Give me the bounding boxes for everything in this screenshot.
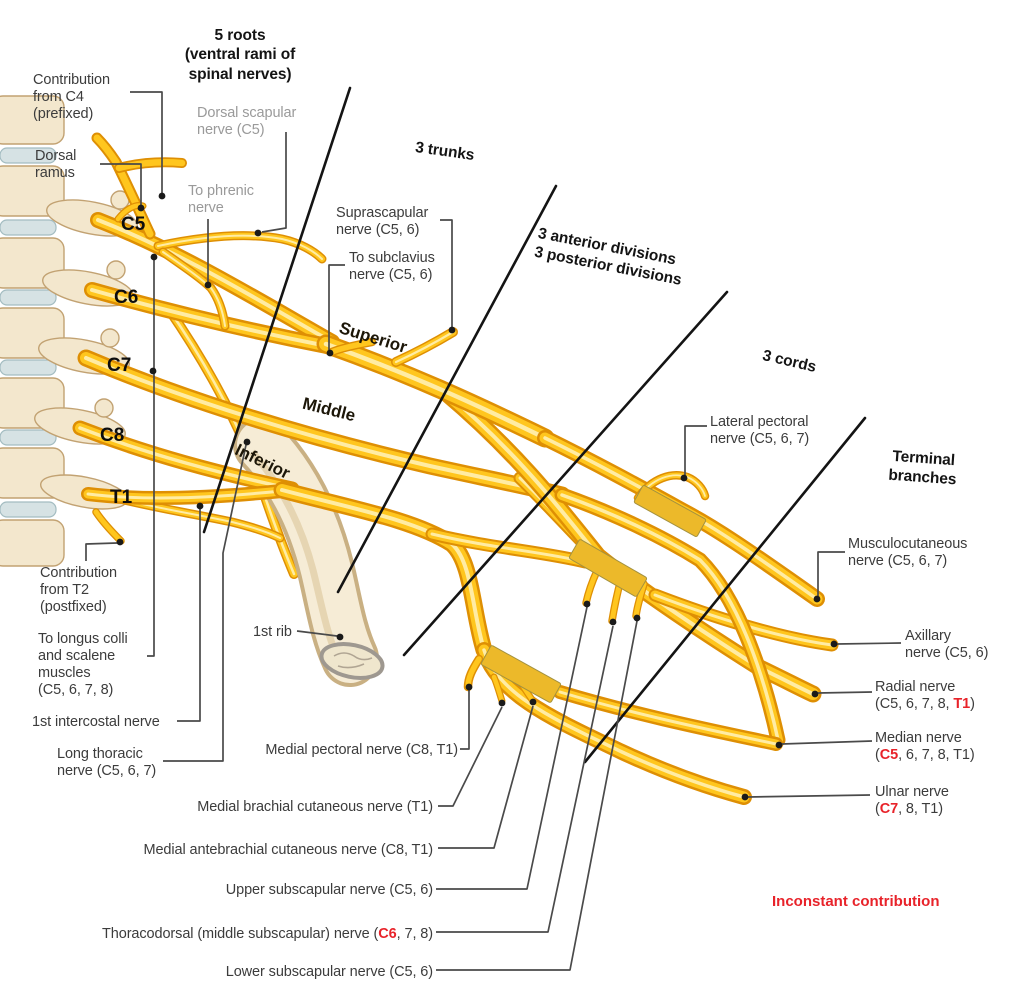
label-line: nerve <box>188 200 224 217</box>
label-contribution-c4: Contribution from C4 (prefixed) <box>33 72 110 123</box>
label-ulnar-nerve: Ulnar nerve (C7, 8, T1) <box>875 784 949 818</box>
label-line: nerve (C5) <box>197 122 265 139</box>
divider-divisions-cords <box>402 290 729 657</box>
label-line: Long thoracic <box>57 746 143 762</box>
label-line: nerve (C5, 6) <box>349 267 433 284</box>
label-line: Dorsal scapular <box>197 105 297 121</box>
lateral-cord-highlight <box>633 485 707 537</box>
label-line: (C7, 8, T1) <box>875 801 949 818</box>
label-line: nerve (C5, 6, 7) <box>848 553 948 570</box>
label-line: Contribution <box>40 565 117 581</box>
label-part: (C5, 6, 7, 8, <box>875 696 954 713</box>
label-line: Musculocutaneous <box>848 536 968 552</box>
label-part-red: C5 <box>879 747 899 764</box>
label-first-intercostal-nerve: 1st intercostal nerve <box>32 714 160 730</box>
label-part: ( <box>875 747 880 764</box>
header-five-roots: 5 roots (ventral rami of spinal nerves) <box>155 26 325 84</box>
spine-level-t1: T1 <box>110 487 133 508</box>
label-line: Axillary <box>905 628 951 644</box>
label-part: , 7, 8) <box>396 926 433 942</box>
label-dorsal-ramus: Dorsal ramus <box>35 148 76 182</box>
label-part-red: C6 <box>378 926 397 942</box>
t2-contribution-branch <box>96 512 121 541</box>
label-radial-nerve: Radial nerve (C5, 6, 7, 8, T1) <box>875 679 975 713</box>
label-line: (C5, 6, 7, 8, T1) <box>875 747 975 764</box>
label-part: Thoracodorsal (middle subscapular) nerve… <box>102 926 379 942</box>
label-line: To longus colli <box>38 631 128 647</box>
nerve-plexus <box>80 138 832 797</box>
label-subclavius-nerve: To subclavius nerve (C5, 6) <box>349 250 435 284</box>
label-lateral-pectoral-nerve: Lateral pectoral nerve (C5, 6, 7) <box>710 414 809 448</box>
label-musculocutaneous-nerve: Musculocutaneous nerve (C5, 6, 7) <box>848 536 967 570</box>
label-line: nerve (C5, 6) <box>336 222 420 239</box>
spine-level-c6: C6 <box>114 287 139 308</box>
spine-level-c7: C7 <box>107 355 132 376</box>
header-line: 5 roots <box>214 27 266 44</box>
label-line: (C5, 6, 7, 8) <box>38 682 114 699</box>
label-part: , 6, 7, 8, T1) <box>898 747 975 764</box>
label-medial-brachial-cutaneous-nerve: Medial brachial cutaneous nerve (T1) <box>197 799 433 815</box>
label-part: ( <box>875 801 880 818</box>
label-line: Ulnar nerve <box>875 784 949 800</box>
label-lower-subscapular-nerve: Lower subscapular nerve (C5, 6) <box>225 964 433 980</box>
superior-trunk <box>326 344 545 438</box>
medial-pectoral-nerve-branch <box>468 659 479 687</box>
header-line: (ventral rami of <box>184 46 296 64</box>
medial-cord-highlight <box>480 645 562 703</box>
header-terminal-branches: Terminal branches <box>877 446 969 491</box>
legend-inconstant-contribution: Inconstant contribution <box>772 893 940 910</box>
label-line: Dorsal <box>35 148 77 164</box>
cord-highlights <box>480 485 707 703</box>
label-suprascapular-nerve: Suprascapular nerve (C5, 6) <box>336 205 428 239</box>
label-line: and scalene <box>38 648 116 665</box>
label-line: (prefixed) <box>33 106 94 123</box>
label-long-thoracic-nerve: Long thoracic nerve (C5, 6, 7) <box>57 746 156 780</box>
label-line: nerve (C5, 6) <box>905 645 989 662</box>
label-thoracodorsal-nerve: Thoracodorsal (middle subscapular) nerve… <box>102 926 433 943</box>
label-line: (C5, 6, 7, 8, T1) <box>875 696 975 713</box>
label-first-rib: 1st rib <box>253 624 292 640</box>
label-contribution-t2: Contribution from T2 (postfixed) <box>40 565 117 616</box>
label-line: from C4 <box>33 89 84 106</box>
label-line: muscles <box>38 665 91 682</box>
spine-level-c5: C5 <box>121 214 146 235</box>
posterior-cord-highlight <box>568 539 648 597</box>
label-line: nerve (C5, 6, 7) <box>710 431 810 448</box>
label-line: To phrenic <box>188 183 254 199</box>
section-dividers <box>202 86 867 764</box>
label-medial-antebrachial-cutaneous-nerve: Medial antebrachial cutaneous nerve (C8,… <box>143 842 433 858</box>
header-line: spinal nerves) <box>188 65 292 83</box>
spine-level-c8: C8 <box>100 425 125 446</box>
label-part-red: C7 <box>879 801 899 818</box>
label-line: Contribution <box>33 72 110 88</box>
label-upper-subscapular-nerve: Upper subscapular nerve (C5, 6) <box>225 882 433 898</box>
label-part-red: T1 <box>953 696 971 713</box>
label-line: from T2 <box>40 582 89 599</box>
label-median-nerve: Median nerve (C5, 6, 7, 8, T1) <box>875 730 975 764</box>
label-line: Suprascapular <box>336 205 429 221</box>
label-line: Radial nerve <box>875 679 956 695</box>
label-part: ) <box>970 696 975 713</box>
label-line: nerve (C5, 6, 7) <box>57 763 157 780</box>
divider-trunks-divisions <box>336 184 558 594</box>
label-line: (postfixed) <box>40 599 107 616</box>
label-phrenic-nerve: To phrenic nerve <box>188 183 254 217</box>
divider-roots-trunks <box>202 86 352 534</box>
label-line: ramus <box>35 165 75 182</box>
label-medial-pectoral-nerve: Medial pectoral nerve (C8, T1) <box>265 742 458 758</box>
label-line: To subclavius <box>349 250 435 266</box>
label-longus-colli: To longus colli and scalene muscles (C5,… <box>38 631 128 699</box>
leader-lines <box>85 91 902 971</box>
upper-subscapular-branch <box>586 571 597 603</box>
label-dorsal-scapular-nerve: Dorsal scapular nerve (C5) <box>197 105 296 139</box>
divider-cords-terminal <box>583 416 867 764</box>
label-line: Median nerve <box>875 730 962 746</box>
label-axillary-nerve: Axillary nerve (C5, 6) <box>905 628 988 662</box>
label-line: Lateral pectoral <box>710 414 809 430</box>
label-part: , 8, T1) <box>898 801 943 818</box>
